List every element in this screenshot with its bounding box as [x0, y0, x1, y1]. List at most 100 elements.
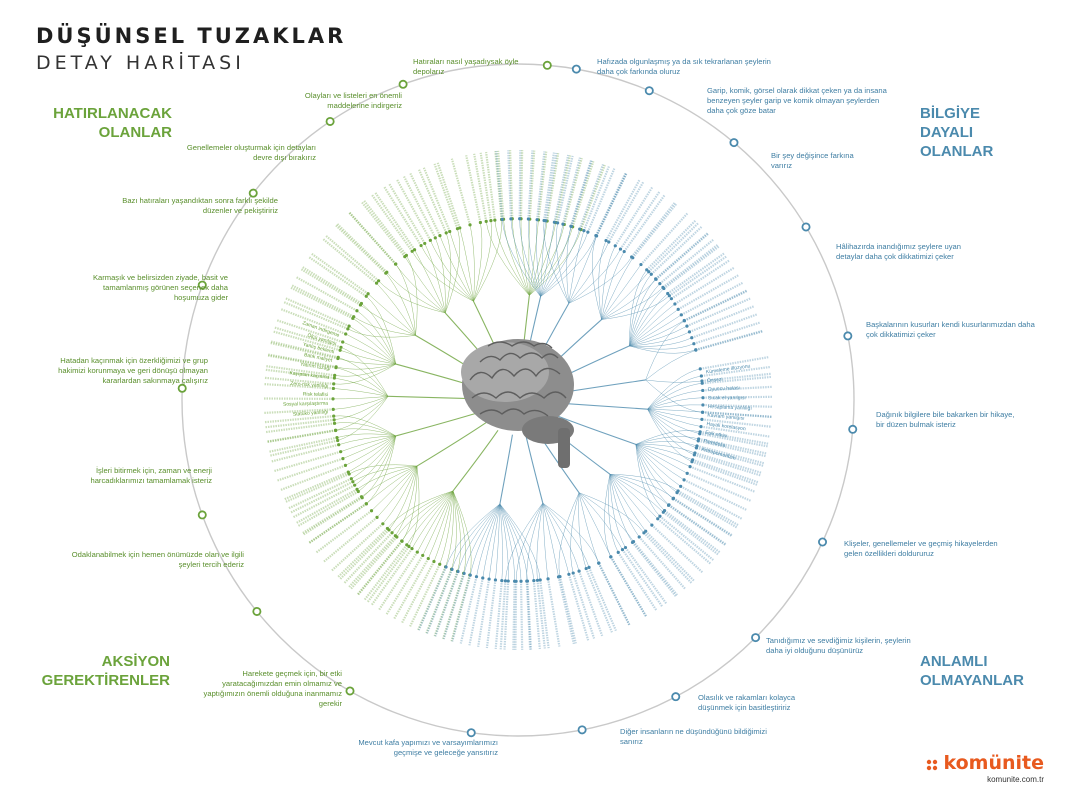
leaf-dot — [336, 438, 340, 443]
leaf-dot — [690, 336, 694, 340]
bias-label-line — [433, 570, 459, 637]
branch-line — [609, 473, 679, 492]
bias-label-line — [567, 573, 590, 641]
leaf-dot — [343, 463, 348, 468]
label-finish-things: İşleri bitirmek için, zaman ve enerji ha… — [90, 466, 212, 485]
branch-line — [601, 279, 657, 320]
branch-line — [452, 490, 461, 572]
bias-label-line — [300, 268, 362, 306]
branch-line — [528, 218, 541, 297]
bias-text: Zero-risk yanlılığı — [290, 381, 329, 390]
leaf-dot — [594, 233, 598, 238]
brain-fold — [469, 367, 561, 381]
branch-line — [635, 444, 674, 499]
branch-line — [335, 367, 389, 397]
leaf-dot — [685, 471, 689, 475]
branch-line — [445, 490, 454, 567]
bias-label-line — [366, 545, 410, 603]
bias-label-line — [558, 576, 577, 644]
branch-line — [469, 224, 475, 302]
bias-label-line — [403, 175, 437, 239]
branch-line — [598, 240, 607, 320]
bias-label-line — [698, 437, 768, 455]
bias-label-line — [272, 330, 341, 352]
leaf-dot — [423, 241, 427, 246]
leaf-dot — [405, 543, 409, 547]
branch-line — [337, 396, 389, 441]
bias-label-line — [417, 566, 447, 631]
bias-label-line — [301, 265, 363, 305]
leaf-dot — [400, 539, 404, 543]
branch-line — [338, 357, 389, 397]
bias-label-line — [588, 566, 617, 632]
branch-line — [499, 503, 535, 581]
category-node — [801, 222, 811, 232]
branch-line — [433, 490, 454, 562]
leaf-dot — [604, 238, 608, 243]
branch-line — [608, 474, 619, 553]
branch-line — [542, 503, 549, 579]
bias-label-line — [361, 201, 406, 258]
branch-line — [635, 444, 661, 517]
bias-label-line — [507, 150, 513, 219]
branch-line — [499, 503, 541, 581]
page-title: DÜŞÜNSEL TUZAKLAR — [36, 24, 347, 48]
bias-label-line — [631, 541, 677, 597]
leaf-dot — [667, 503, 671, 507]
bias-label-line — [683, 289, 748, 322]
branch-line — [578, 492, 587, 569]
leaf-dot — [428, 238, 432, 242]
bias-label-line — [518, 150, 522, 219]
bias-label-line — [509, 150, 514, 219]
branch-line — [367, 293, 416, 336]
label-simple-options: Karmaşık ve belirsizden ziyade, basit ve… — [92, 273, 228, 302]
label-simplify-numbers: Olasılık ve rakamları kolayca düşünmek i… — [698, 693, 796, 712]
bias-label-line — [477, 578, 491, 648]
leaf-dot — [696, 439, 700, 443]
bias-label-line — [605, 179, 641, 242]
branch-line — [485, 221, 530, 296]
brand-logo[interactable]: komünite komunite.com.tr — [926, 752, 1044, 784]
bias-label-line — [295, 276, 358, 312]
bias-label-line — [668, 503, 727, 546]
leaf-dot — [654, 277, 658, 281]
branch-line — [629, 269, 647, 346]
leaf-dot — [332, 376, 336, 380]
bias-label-line — [689, 465, 756, 493]
branch-line — [629, 274, 652, 346]
bias-label-line — [643, 532, 693, 584]
branch-line — [629, 303, 676, 347]
leaf-dot — [381, 522, 385, 526]
bias-label-line — [494, 580, 503, 650]
branch-line — [635, 444, 691, 467]
branch-line — [629, 288, 665, 347]
branch-line — [334, 363, 396, 377]
bias-label-line — [525, 581, 532, 650]
bias-label-line — [617, 551, 658, 611]
branch-line — [635, 444, 681, 487]
branch-line — [647, 368, 701, 410]
bias-label-line — [363, 544, 408, 601]
branch-line — [568, 256, 632, 304]
branch-line — [445, 228, 461, 314]
branch-line — [385, 273, 416, 336]
leaf-dot — [616, 550, 620, 554]
bias-label-line — [527, 150, 534, 220]
leaf-dot — [364, 294, 368, 298]
trunk-line — [452, 429, 499, 492]
bias-label-line — [640, 212, 689, 266]
branch-line — [540, 222, 555, 297]
branch-line — [529, 222, 556, 296]
category-node — [577, 725, 587, 735]
bias-label-line — [595, 173, 628, 237]
branch-line — [445, 503, 501, 568]
bias-label-line — [595, 173, 628, 237]
bias-label-line — [514, 581, 518, 650]
branch-line — [378, 280, 446, 314]
bias-label-line — [336, 223, 388, 273]
leaf-dot — [546, 577, 550, 581]
bias-label-line — [519, 581, 524, 650]
leaf-dot — [701, 403, 705, 407]
leaf-dot — [673, 302, 677, 306]
